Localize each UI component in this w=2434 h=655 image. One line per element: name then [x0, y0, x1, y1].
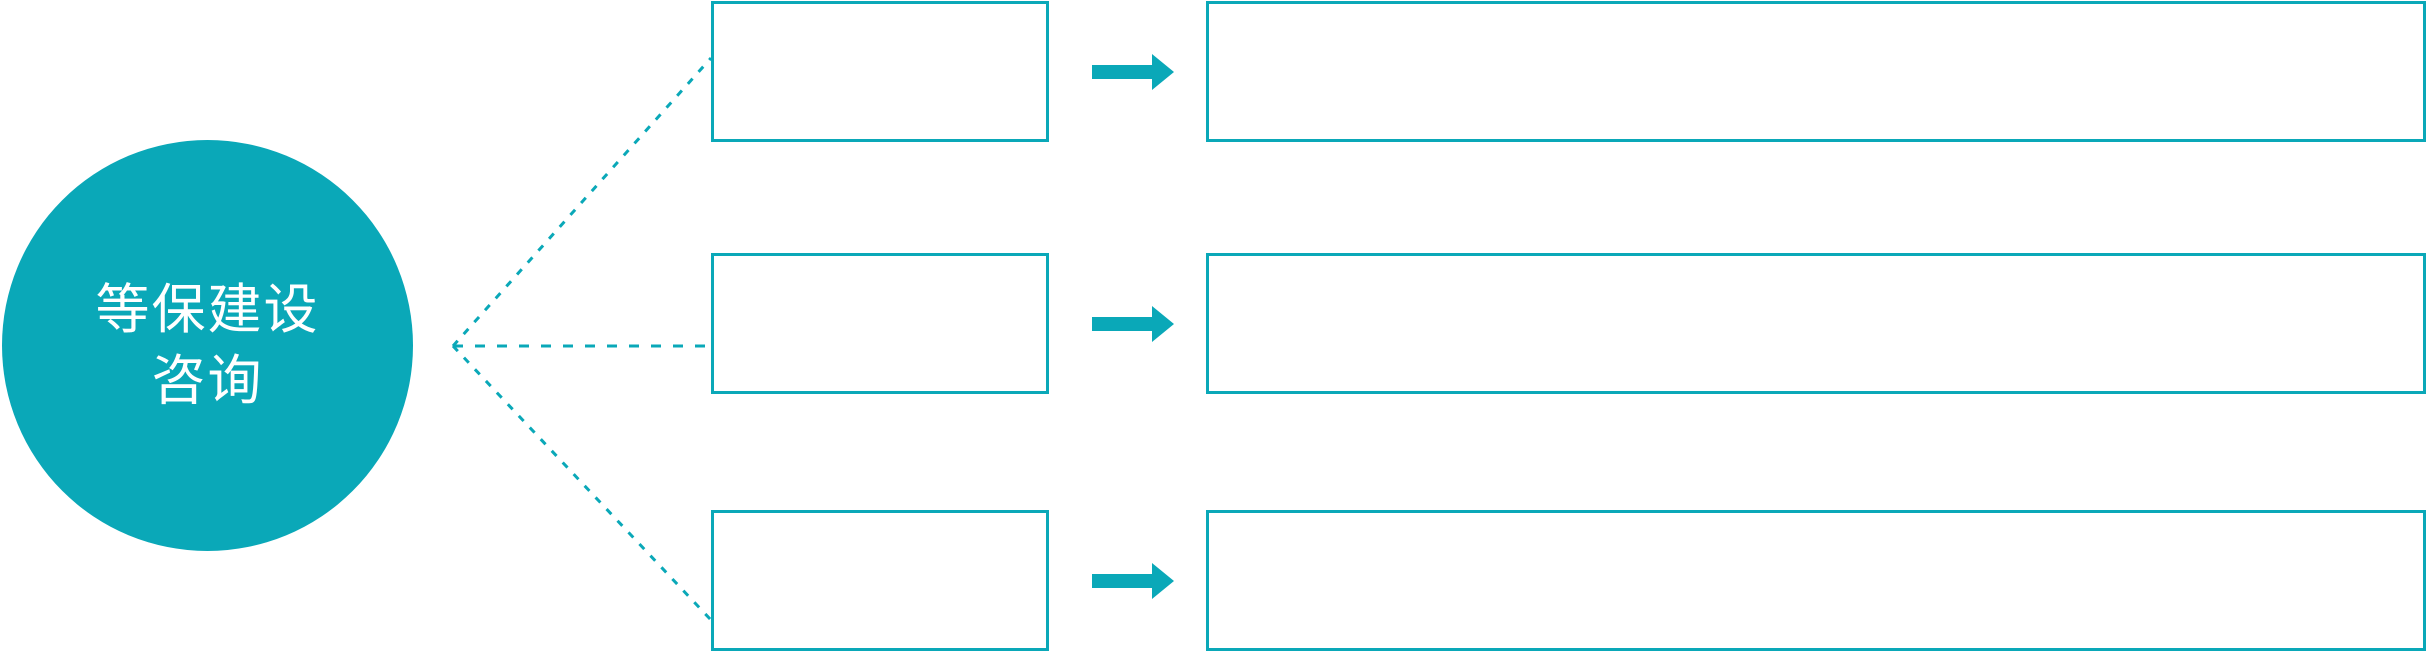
- hub-circle[interactable]: 等保建设 咨询: [2, 140, 413, 551]
- hub-label: 等保建设 咨询: [95, 280, 320, 411]
- right-block-arrow-icon: [1092, 306, 1174, 342]
- stage-box-1[interactable]: [711, 1, 1049, 142]
- stage-box-2[interactable]: [711, 253, 1049, 394]
- detail-box-2[interactable]: [1206, 253, 2426, 394]
- right-block-arrow-icon: [1092, 54, 1174, 90]
- diagram-row: [0, 253, 2434, 394]
- diagram-row: [0, 1, 2434, 142]
- diagram-row: [0, 510, 2434, 651]
- detail-box-1[interactable]: [1206, 1, 2426, 142]
- detail-box-3[interactable]: [1206, 510, 2426, 651]
- stage-box-3[interactable]: [711, 510, 1049, 651]
- right-block-arrow-icon: [1092, 563, 1174, 599]
